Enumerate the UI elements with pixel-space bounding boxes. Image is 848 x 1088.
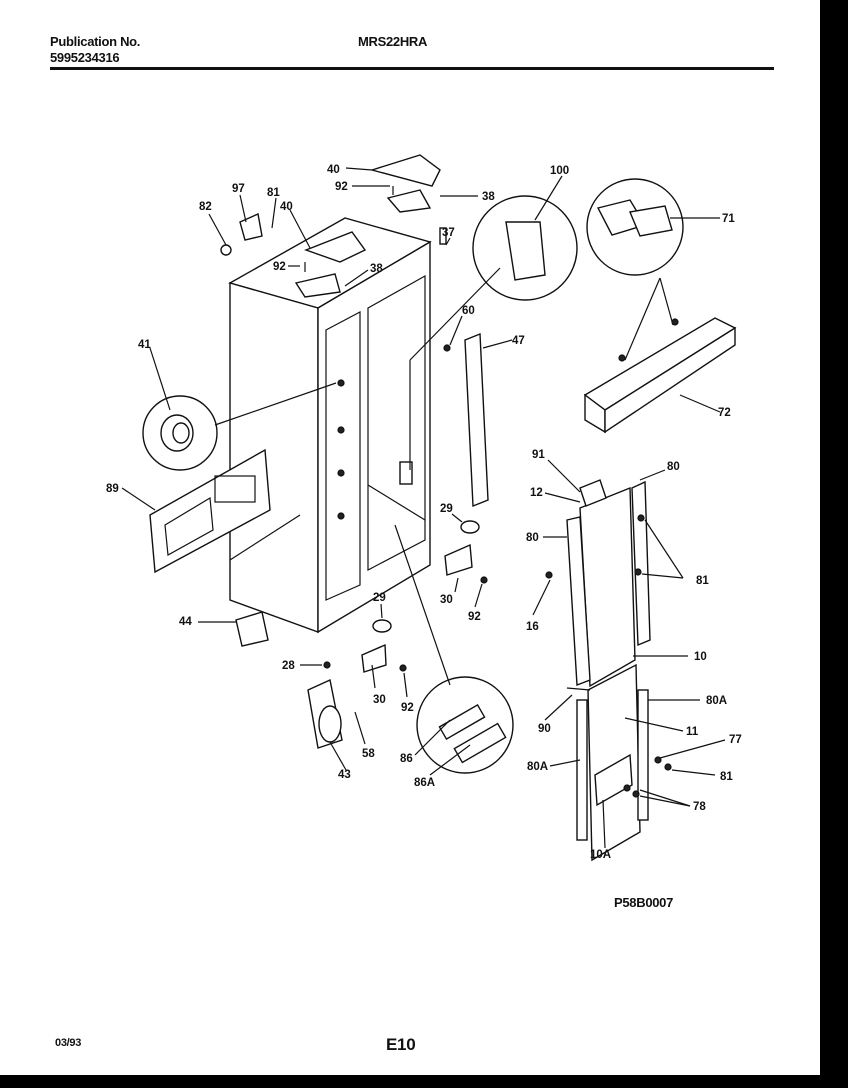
- callout-11: 11: [686, 726, 699, 738]
- callout-100: 100: [550, 165, 569, 177]
- rail-47: [443, 332, 489, 508]
- duct-assembly: [545, 479, 672, 862]
- callout-80a: 80A: [706, 695, 727, 707]
- callout-12: 12: [530, 487, 543, 499]
- detail-insets: [142, 178, 684, 774]
- callout-81: 81: [267, 187, 280, 199]
- callout-58: 58: [362, 748, 375, 760]
- callout-44: 44: [179, 616, 192, 628]
- callout-71: 71: [722, 213, 735, 225]
- diagram-code: P58B0007: [614, 895, 674, 910]
- cabinet-shell: [228, 217, 432, 634]
- callout-29: 29: [373, 592, 386, 604]
- callout-38: 38: [482, 191, 495, 203]
- callout-90: 90: [538, 723, 551, 735]
- grille-72: [583, 317, 737, 434]
- callout-10a: 10A: [590, 849, 611, 861]
- callout-29: 29: [440, 503, 453, 515]
- callout-41: 41: [138, 339, 151, 351]
- callout-30: 30: [373, 694, 386, 706]
- callout-37: 37: [442, 227, 455, 239]
- callout-30: 30: [440, 594, 453, 606]
- callout-89: 89: [106, 483, 119, 495]
- callout-43: 43: [338, 769, 351, 781]
- callout-92: 92: [335, 181, 348, 193]
- callout-labels: 40 92 38 100 71 97 81 82 40 92 38 37 60 47 41 72 91 80 89 1…: [106, 164, 742, 861]
- leader-lines: [121, 167, 726, 849]
- callout-82: 82: [199, 201, 212, 213]
- callout-92: 92: [468, 611, 481, 623]
- callout-10: 10: [694, 651, 707, 663]
- callout-16: 16: [526, 621, 539, 633]
- callout-28: 28: [282, 660, 295, 672]
- callout-86a: 86A: [414, 777, 435, 789]
- callout-81: 81: [696, 575, 709, 587]
- publication-label: Publication No.: [50, 34, 141, 49]
- callout-92: 92: [401, 702, 414, 714]
- callout-77: 77: [729, 734, 742, 746]
- page-code: E10: [386, 1035, 416, 1054]
- callout-97: 97: [232, 183, 245, 195]
- callout-47: 47: [512, 335, 525, 347]
- bracket-parts: [235, 520, 488, 749]
- callout-38: 38: [370, 263, 383, 275]
- callout-80: 80: [526, 532, 539, 544]
- callout-40: 40: [280, 201, 293, 213]
- upper-hinge-parts: [220, 154, 447, 298]
- header-rule: [50, 67, 774, 70]
- callout-91: 91: [532, 449, 545, 461]
- callout-60: 60: [462, 305, 475, 317]
- revision-date: 03/93: [55, 1037, 82, 1049]
- callout-78: 78: [693, 801, 706, 813]
- callout-81: 81: [720, 771, 733, 783]
- callout-72: 72: [718, 407, 731, 419]
- callout-80: 80: [667, 461, 680, 473]
- callout-80a: 80A: [527, 761, 548, 773]
- callout-40: 40: [327, 164, 340, 176]
- model-number: MRS22HRA: [358, 34, 428, 49]
- callout-86: 86: [400, 753, 413, 765]
- publication-number: 5995234316: [50, 50, 120, 65]
- callout-92: 92: [273, 261, 286, 273]
- panel-89: [149, 448, 271, 574]
